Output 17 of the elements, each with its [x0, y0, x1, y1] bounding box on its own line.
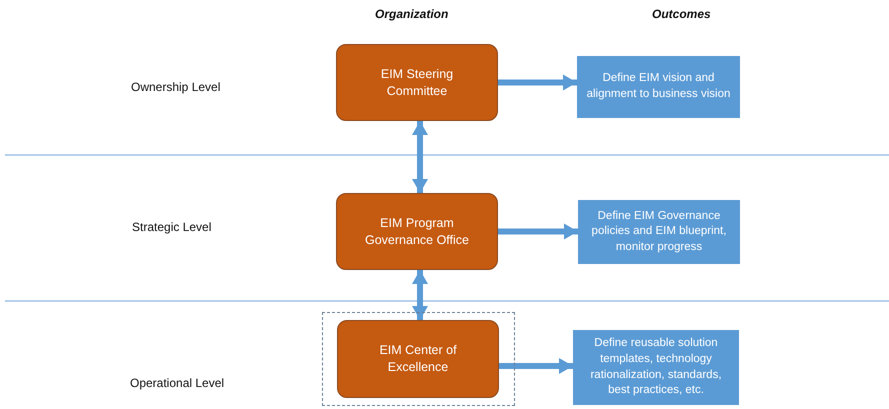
organization-box: EIM Center of Excellence	[337, 320, 499, 398]
dashed-frame	[322, 312, 515, 406]
level-label: Ownership Level	[131, 80, 220, 94]
arrow	[412, 121, 428, 193]
outcome-box: Define EIM Governance policies and EIM blueprint, monitor progress	[578, 200, 740, 264]
column-heading: Organization	[375, 7, 448, 21]
arrow	[498, 74, 577, 90]
organization-box: EIM Program Governance Office	[336, 193, 498, 270]
arrow	[498, 224, 578, 240]
organization-box: EIM Steering Committee	[336, 44, 498, 121]
arrow	[499, 358, 573, 374]
level-label: Strategic Level	[132, 220, 212, 234]
column-heading: Outcomes	[652, 7, 711, 21]
outcome-box: Define reusable solution templates, technology rationalization, standards, best practices, etc.	[573, 330, 739, 405]
level-label: Operational Level	[130, 376, 224, 390]
arrow	[412, 270, 428, 320]
outcome-box: Define EIM vision and alignment to business vision	[577, 56, 740, 118]
